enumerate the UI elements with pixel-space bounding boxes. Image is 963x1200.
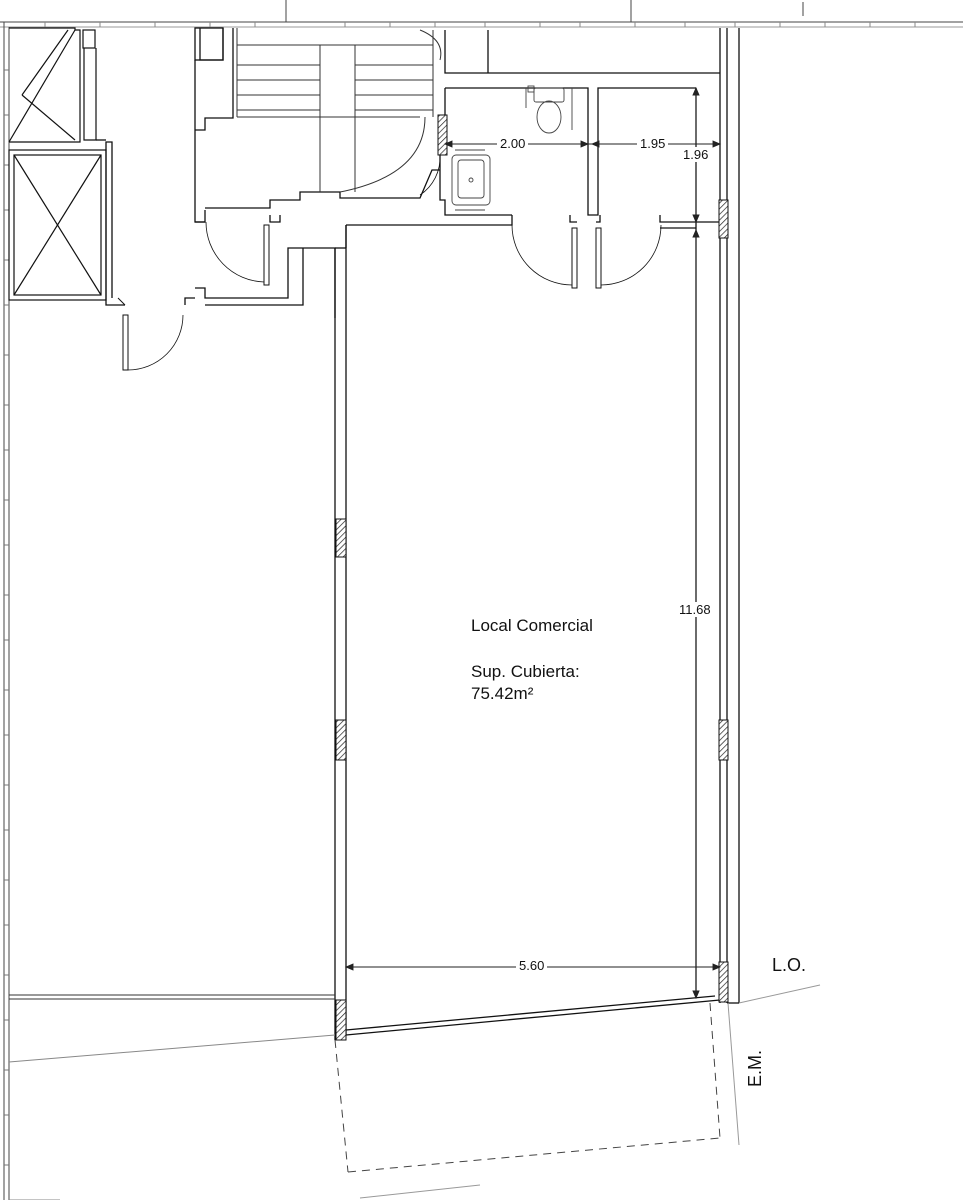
line-front-label: L.O. [772, 955, 807, 975]
dim-bath-width: 2.00 [497, 136, 529, 151]
sidewalk-outline [334, 1002, 721, 1173]
room-name: Local Comercial [471, 616, 593, 635]
dim-storage-width: 1.95 [637, 136, 669, 151]
structural-columns [335, 114, 729, 1041]
dim-shop-depth: 11.68 [676, 602, 714, 617]
stairwell-walls [96, 27, 440, 318]
stair-treads [236, 28, 442, 193]
elevator-shafts [8, 27, 107, 301]
dim-shop-width: 5.60 [516, 958, 548, 973]
left-unit-boundary [8, 994, 336, 1200]
area-value: 75.42m² [471, 684, 534, 703]
door-swings [117, 154, 662, 371]
toilet-icon [525, 85, 573, 134]
top-reference-axis [0, 0, 963, 28]
line-building-label: E.M. [745, 1049, 766, 1088]
left-reference-axis [3, 22, 10, 1200]
area-label: Sup. Cubierta: [471, 662, 580, 681]
dim-storage-depth: 1.96 [680, 147, 712, 162]
shop-walls [334, 28, 740, 1040]
sink-icon [451, 149, 491, 211]
street-lines [359, 984, 821, 1199]
